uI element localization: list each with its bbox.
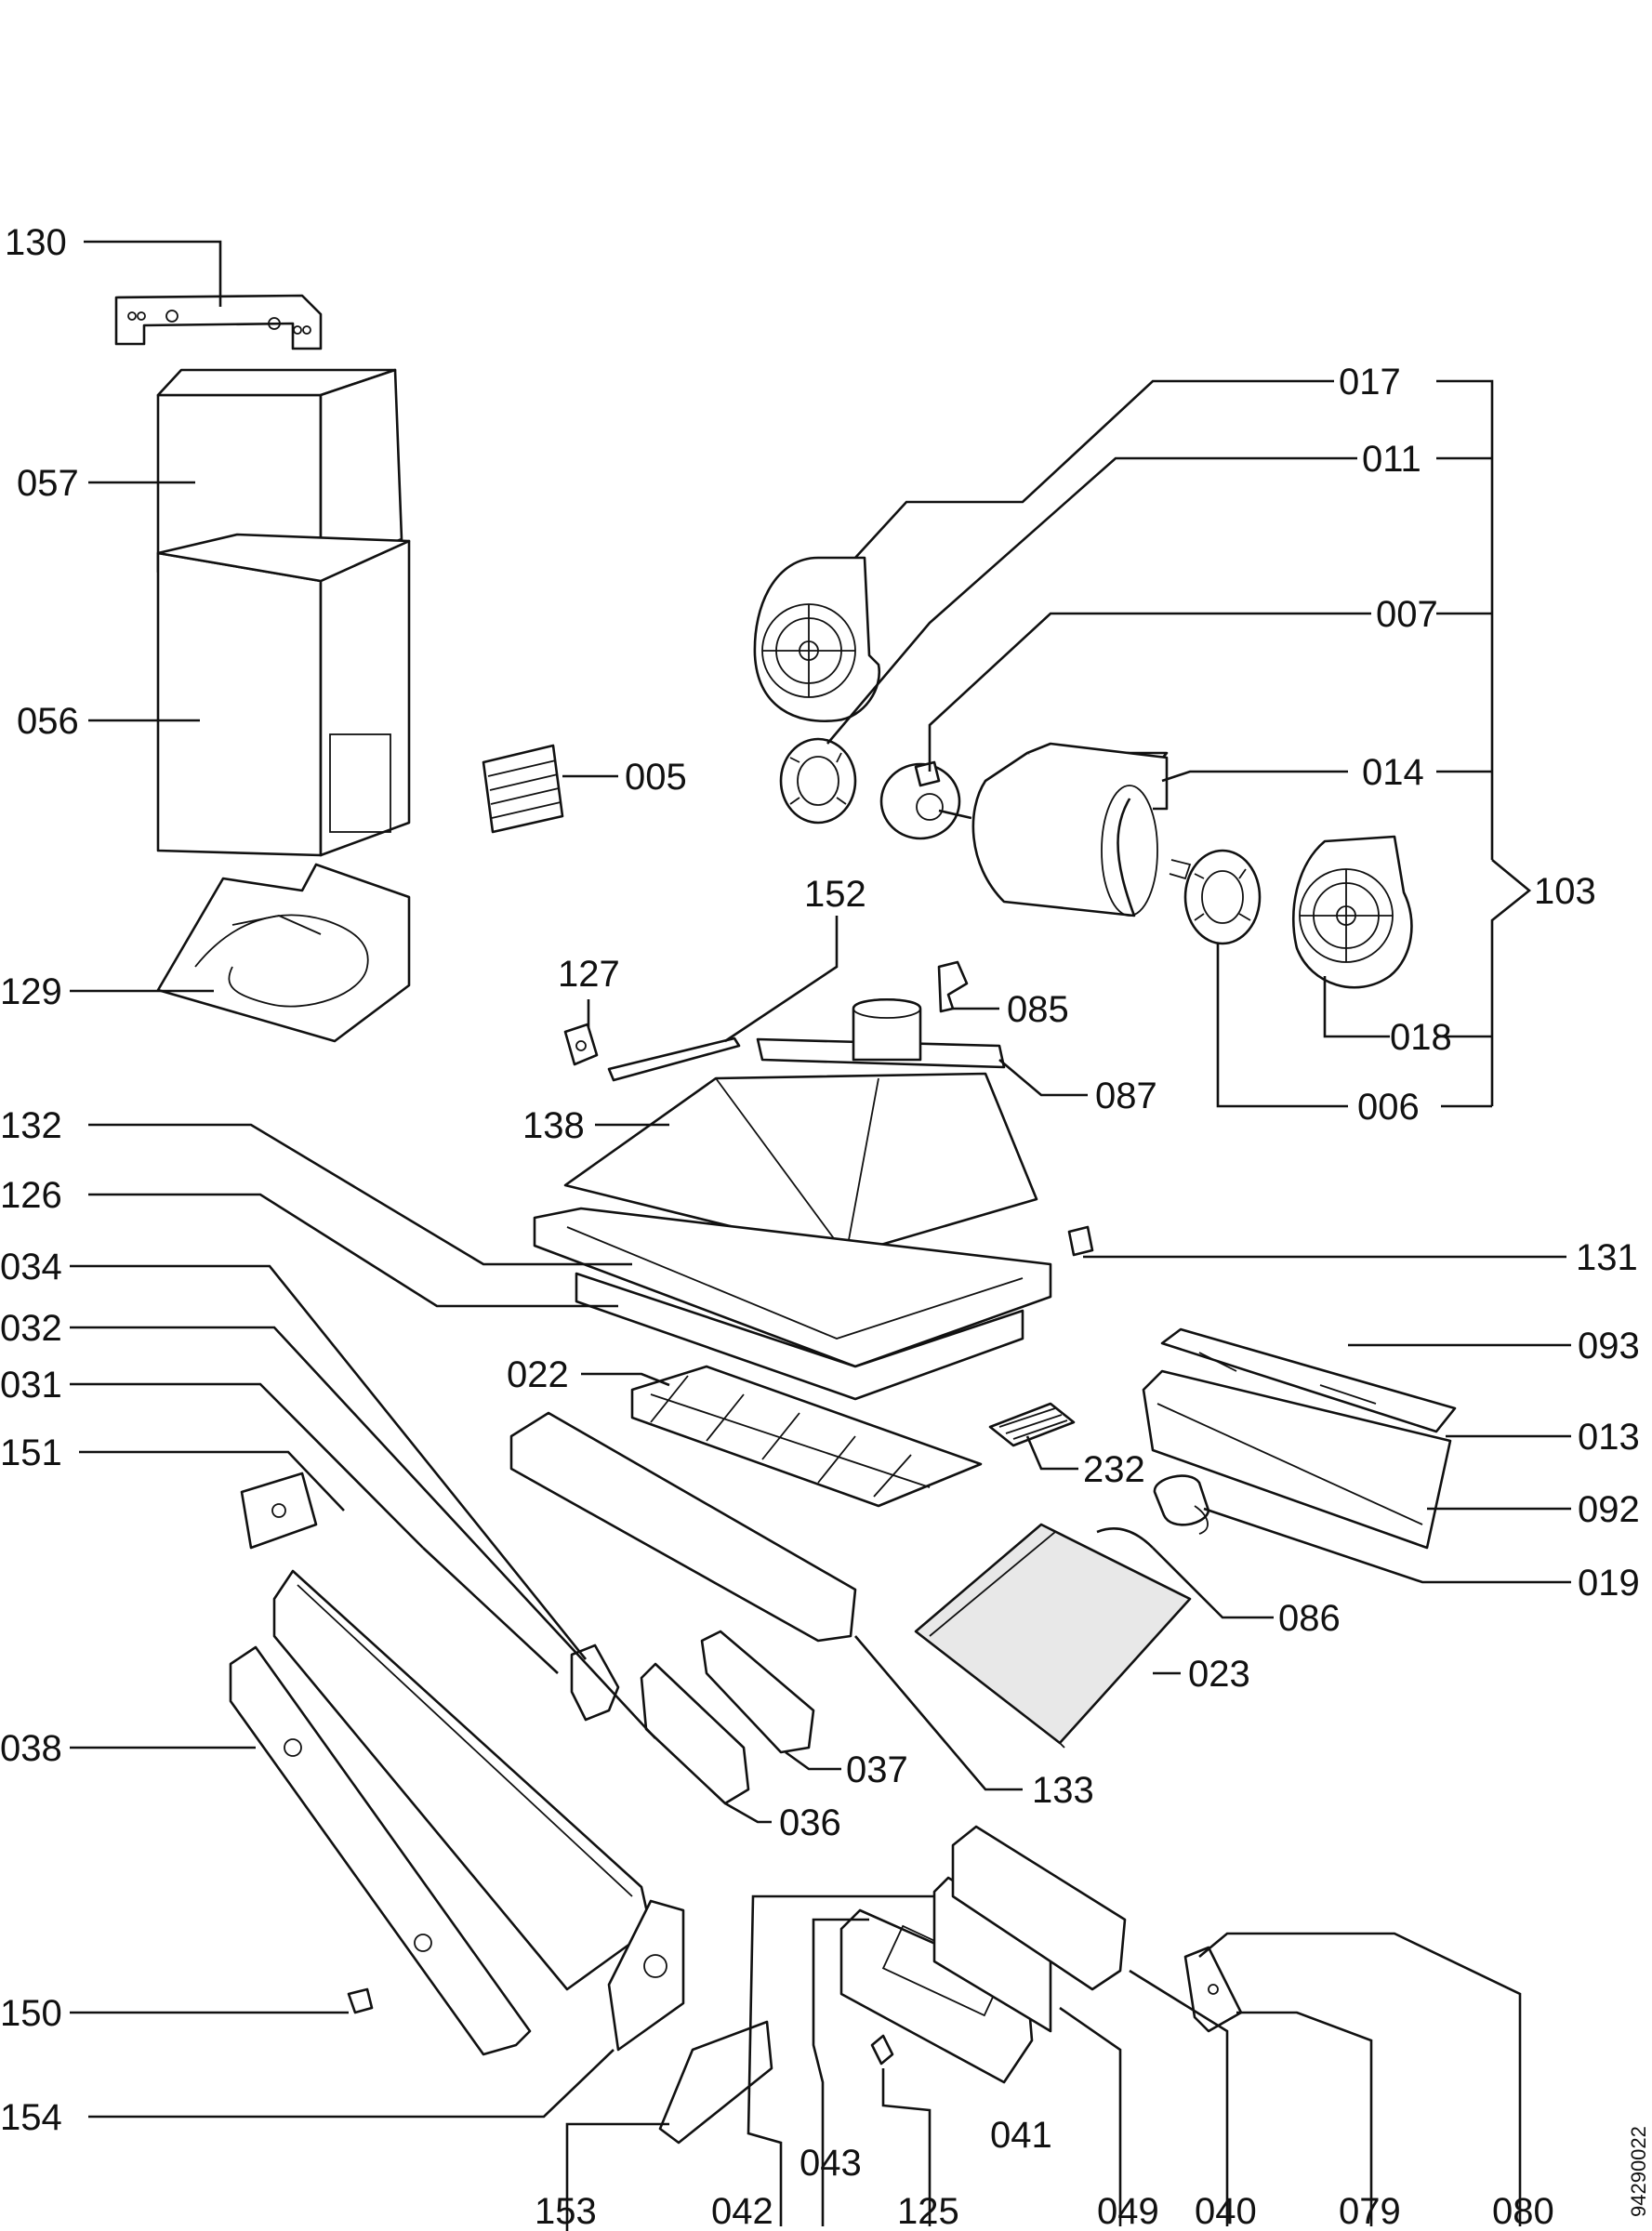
part-011-fan-wheel (779, 737, 857, 825)
label-007: 007 (1376, 594, 1438, 635)
part-056-lower-chimney (156, 533, 411, 857)
label-017: 017 (1339, 362, 1401, 403)
label-005: 005 (625, 757, 687, 798)
label-018: 018 (1390, 1017, 1452, 1058)
label-038: 038 (0, 1728, 62, 1769)
label-022: 022 (507, 1354, 569, 1395)
label-057: 057 (17, 463, 79, 504)
document-number: 94290022 (1627, 2126, 1650, 2217)
part-023-charcoal-filter (914, 1523, 1192, 1749)
part-153-side-cap (658, 2020, 773, 2145)
label-127: 127 (558, 954, 620, 995)
label-019: 019 (1578, 1563, 1640, 1604)
label-151: 151 (0, 1432, 62, 1473)
part-019-capacitor (1153, 1474, 1210, 1535)
label-080: 080 (1492, 2191, 1554, 2231)
label-153: 153 (535, 2191, 597, 2231)
label-085: 085 (1007, 989, 1069, 1030)
label-056: 056 (17, 701, 79, 742)
label-126: 126 (0, 1175, 62, 1216)
label-129: 129 (0, 971, 62, 1012)
part-007-motor (879, 760, 972, 840)
part-131-block (1067, 1225, 1094, 1257)
part-151-end-cap (240, 1472, 318, 1550)
label-087: 087 (1095, 1076, 1157, 1116)
label-049: 049 (1097, 2191, 1159, 2231)
label-138: 138 (522, 1105, 585, 1146)
label-092: 092 (1578, 1489, 1640, 1530)
part-022-filter (630, 1365, 983, 1508)
part-049-frame (932, 1876, 1052, 2033)
label-150: 150 (0, 1993, 62, 2034)
part-017-fan-housing (753, 556, 881, 723)
part-126-frame (575, 1272, 1024, 1401)
part-154-side-cap (607, 1899, 685, 2052)
label-031: 031 (0, 1365, 62, 1406)
label-125: 125 (897, 2191, 959, 2231)
label-011: 011 (1362, 439, 1421, 480)
label-042: 042 (711, 2191, 773, 2231)
label-013: 013 (1578, 1417, 1640, 1458)
label-132: 132 (0, 1105, 62, 1146)
part-034-lamp-bracket (570, 1644, 620, 1722)
part-079-micro-switch (1183, 1946, 1243, 2033)
part-006-fan-wheel (1183, 849, 1262, 945)
part-040-housing (951, 1825, 1127, 1991)
leader-lines (70, 240, 1571, 2231)
label-232: 232 (1083, 1449, 1145, 1490)
part-092-housing (1142, 1369, 1452, 1550)
label-131: 131 (1576, 1237, 1638, 1278)
label-043: 043 (800, 2143, 862, 2184)
label-130: 130 (5, 222, 67, 263)
part-005-grille (482, 744, 564, 834)
label-014: 014 (1362, 752, 1424, 793)
part-132-frame (533, 1207, 1052, 1368)
part-labels: 130 057 056 129 005 017 011 007 014 103 … (0, 222, 1650, 2231)
part-057-upper-chimney (156, 368, 403, 574)
part-232-grille (988, 1402, 1076, 1447)
part-152-rail (607, 1036, 741, 1082)
label-034: 034 (0, 1247, 62, 1287)
label-023: 023 (1188, 1654, 1250, 1695)
label-086: 086 (1278, 1598, 1341, 1639)
part-093-control-board (1160, 1327, 1457, 1433)
part-150-knob (347, 1987, 374, 2014)
label-041: 041 (990, 2115, 1052, 2156)
part-130-bracket (114, 294, 323, 350)
part-127-switch (563, 1023, 599, 1066)
label-006: 006 (1357, 1087, 1420, 1128)
part-038-trim (229, 1645, 532, 2056)
part-037-bracket (700, 1630, 815, 1754)
part-129-transition (156, 863, 411, 1043)
label-036: 036 (779, 1802, 841, 1843)
part-085-clip (937, 960, 969, 1013)
part-133-front-panel (509, 1411, 857, 1643)
label-037: 037 (846, 1749, 908, 1790)
label-103: 103 (1534, 871, 1596, 912)
label-079: 079 (1339, 2191, 1401, 2231)
part-087-collar (756, 997, 1006, 1069)
part-014-blower-casing (971, 742, 1192, 917)
part-125-knob (870, 2034, 894, 2066)
part-018-fan-housing (1291, 835, 1413, 989)
label-032: 032 (0, 1308, 62, 1349)
part-032-wire (422, 1547, 559, 1674)
part-086-wire (1096, 1527, 1154, 1549)
label-093: 093 (1578, 1326, 1640, 1366)
label-040: 040 (1195, 2191, 1257, 2231)
label-154: 154 (0, 2097, 62, 2138)
label-152: 152 (804, 874, 866, 915)
label-133: 133 (1032, 1770, 1094, 1811)
